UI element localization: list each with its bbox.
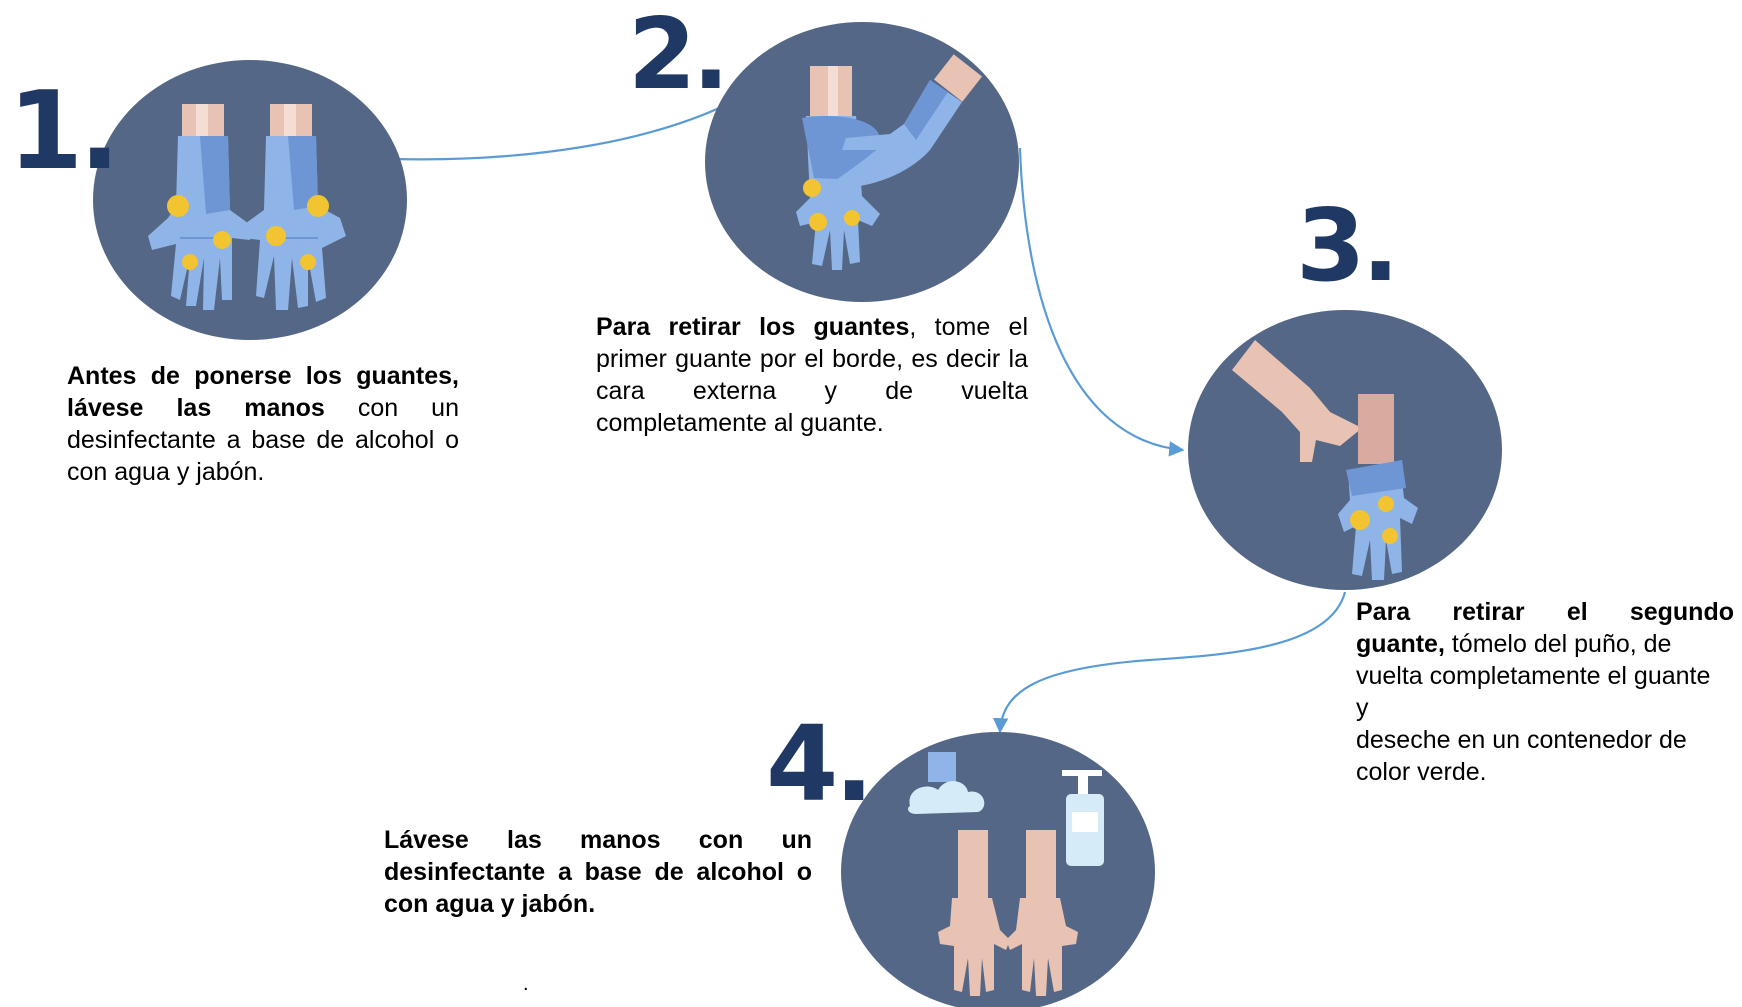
step-3-bold-2: guante, [1356,630,1445,658]
step-3-number: 3. [1296,187,1400,304]
handwash-icon [938,830,1078,996]
footnote-dot: . [523,973,529,995]
step-3-rest-2: tómelo del puño, de [1444,630,1672,658]
step-3-line-4: y [1356,694,1369,722]
step-2-illustration [705,22,1019,302]
gloved-hands-icon [148,104,346,310]
step-2-bold: Para retirar los guantes [596,313,910,341]
step-3-line-1: Para retirar el segundo [1356,596,1734,628]
step-4-text: Lávese las manos con un desinfectante a … [384,824,812,920]
arrow-2-to-3 [1018,147,1185,457]
step-2-text: Para retirar los guantes, tome el primer… [596,311,1028,439]
virus-icon [1350,496,1398,544]
virus-icon [803,179,860,231]
step-1-rest: con un desinfectante a base de alcohol o… [67,394,459,486]
arrow-1-to-2 [391,97,742,161]
step-1-number: 1. [8,69,120,194]
step-2-number: 2. [628,0,729,112]
step-2-rest: , tome el primer guante por el borde, es… [596,313,1028,437]
water-cloud-icon [908,752,985,814]
arrow-3-to-4 [992,591,1347,734]
glove-removal-icon [796,54,983,270]
step-1-bold: Antes de ponerse los guantes, lávese las… [67,362,459,422]
step-3-bold-1: Para retirar el segundo [1356,598,1734,626]
step-3-line-3: vuelta completamente el guante [1356,662,1711,690]
step-3-text: Para retirar el segundo guante, tómelo d… [1356,596,1734,788]
step-3-line-6: color verde. [1356,758,1487,786]
step-4-illustration [841,732,1155,1007]
virus-icon [167,195,329,270]
second-glove-removal-icon [1232,340,1418,580]
step-3-line-2: guante, tómelo del puño, de [1356,628,1734,660]
soap-dispenser-icon [1062,770,1104,866]
step-1-illustration [93,60,407,340]
step-3-line-5: deseche en un contenedor de [1356,726,1687,754]
step-1-text: Antes de ponerse los guantes, lávese las… [67,360,459,488]
step-3-illustration [1188,310,1502,590]
step-4-bold: Lávese las manos con un desinfectante a … [384,826,812,918]
step-4-number: 4. [766,703,874,825]
